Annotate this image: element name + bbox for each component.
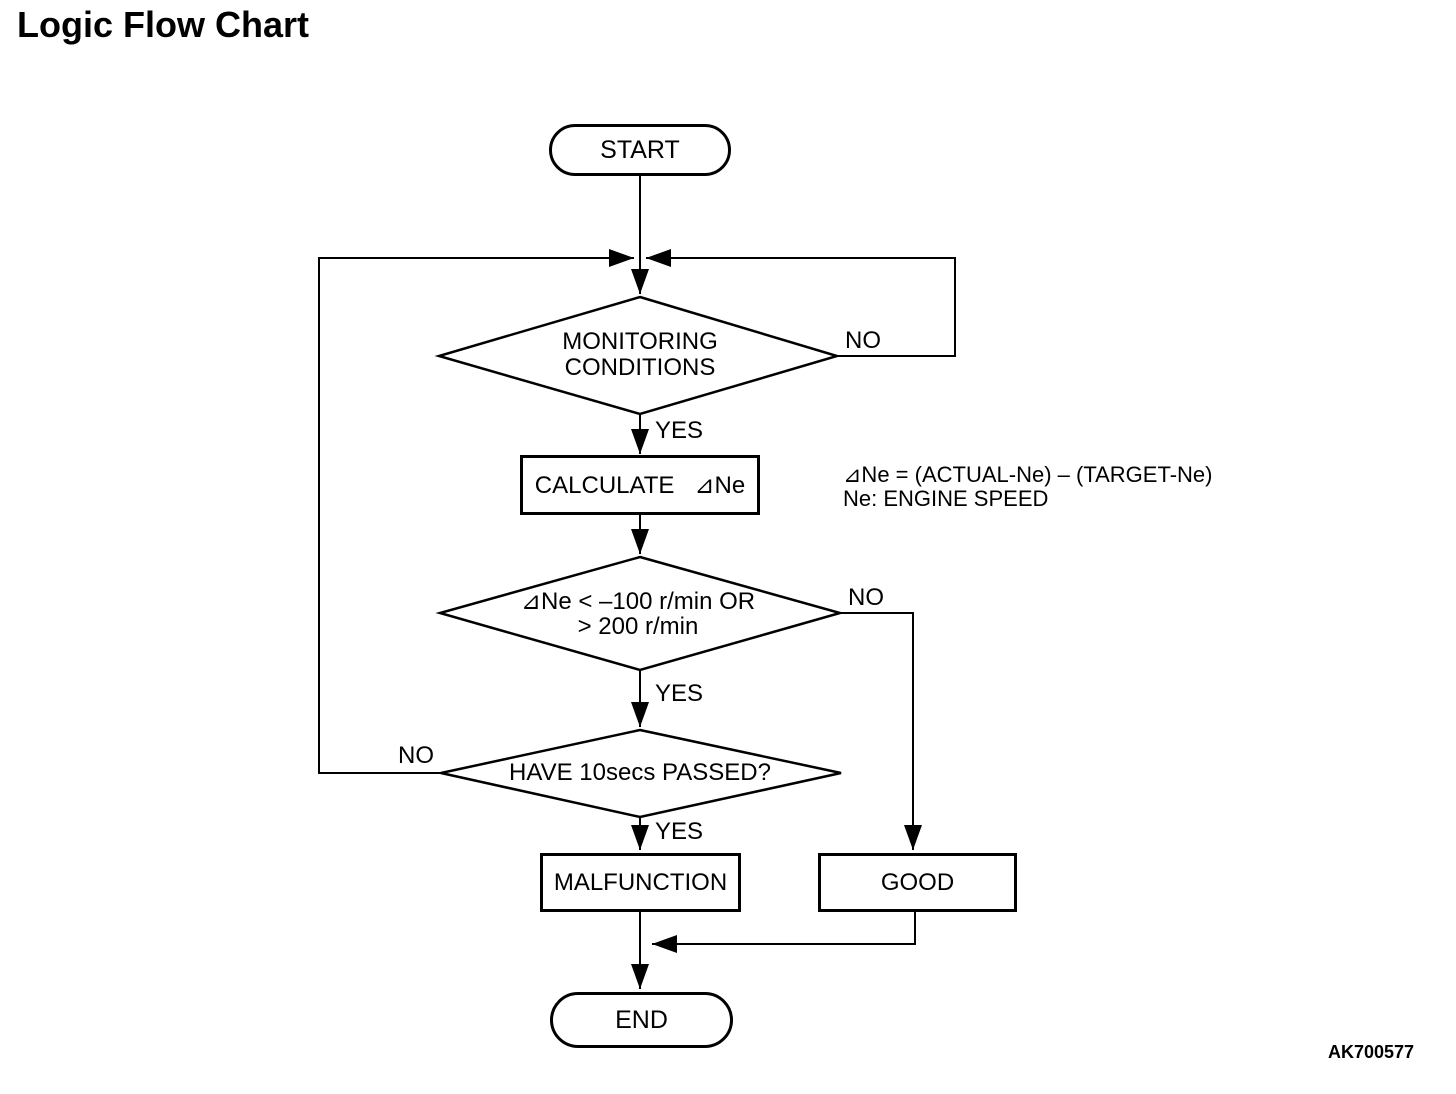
monitoring-conditions-label: MONITORING CONDITIONS — [562, 328, 718, 381]
formula-line: ⊿Ne = (ACTUAL-Ne) – (TARGET-Ne) — [843, 462, 1213, 487]
connector-monitoring-no-loop — [646, 249, 956, 357]
connector-delta-no-to-good — [840, 612, 922, 850]
page-title: Logic Flow Chart — [17, 4, 309, 45]
connector-good-to-merge — [652, 912, 916, 953]
formula-annotation: ⊿Ne = (ACTUAL-Ne) – (TARGET-Ne) Ne: ENGI… — [843, 463, 1212, 511]
delta-no-label: NO — [848, 584, 884, 611]
calculate-box: CALCULATE ⊿Ne — [520, 455, 760, 515]
start-node: START — [549, 124, 731, 176]
end-node: END — [550, 992, 733, 1048]
good-label: GOOD — [880, 868, 955, 896]
timer-yes-label: YES — [655, 818, 704, 845]
end-label: END — [615, 1005, 668, 1034]
malfunction-box: MALFUNCTION — [540, 853, 741, 912]
monitoring-no-label: NO — [845, 327, 881, 354]
delta-yes-label: YES — [655, 680, 704, 707]
delta-ne-threshold-label: ⊿Ne < –100 r/min OR > 200 r/min — [520, 588, 756, 640]
monitoring-yes-label: YES — [655, 417, 704, 444]
malfunction-label: MALFUNCTION — [553, 868, 728, 896]
connector-timer-no-loop — [318, 249, 634, 774]
formula-definition-line: Ne: ENGINE SPEED — [843, 486, 1049, 511]
timer-passed-label: HAVE 10secs PASSED? — [509, 759, 771, 786]
start-label: START — [600, 135, 680, 164]
calculate-label: CALCULATE ⊿Ne — [534, 471, 746, 499]
good-box: GOOD — [818, 853, 1017, 912]
figure-code: AK700577 — [1328, 1042, 1415, 1062]
timer-no-label: NO — [398, 742, 434, 769]
